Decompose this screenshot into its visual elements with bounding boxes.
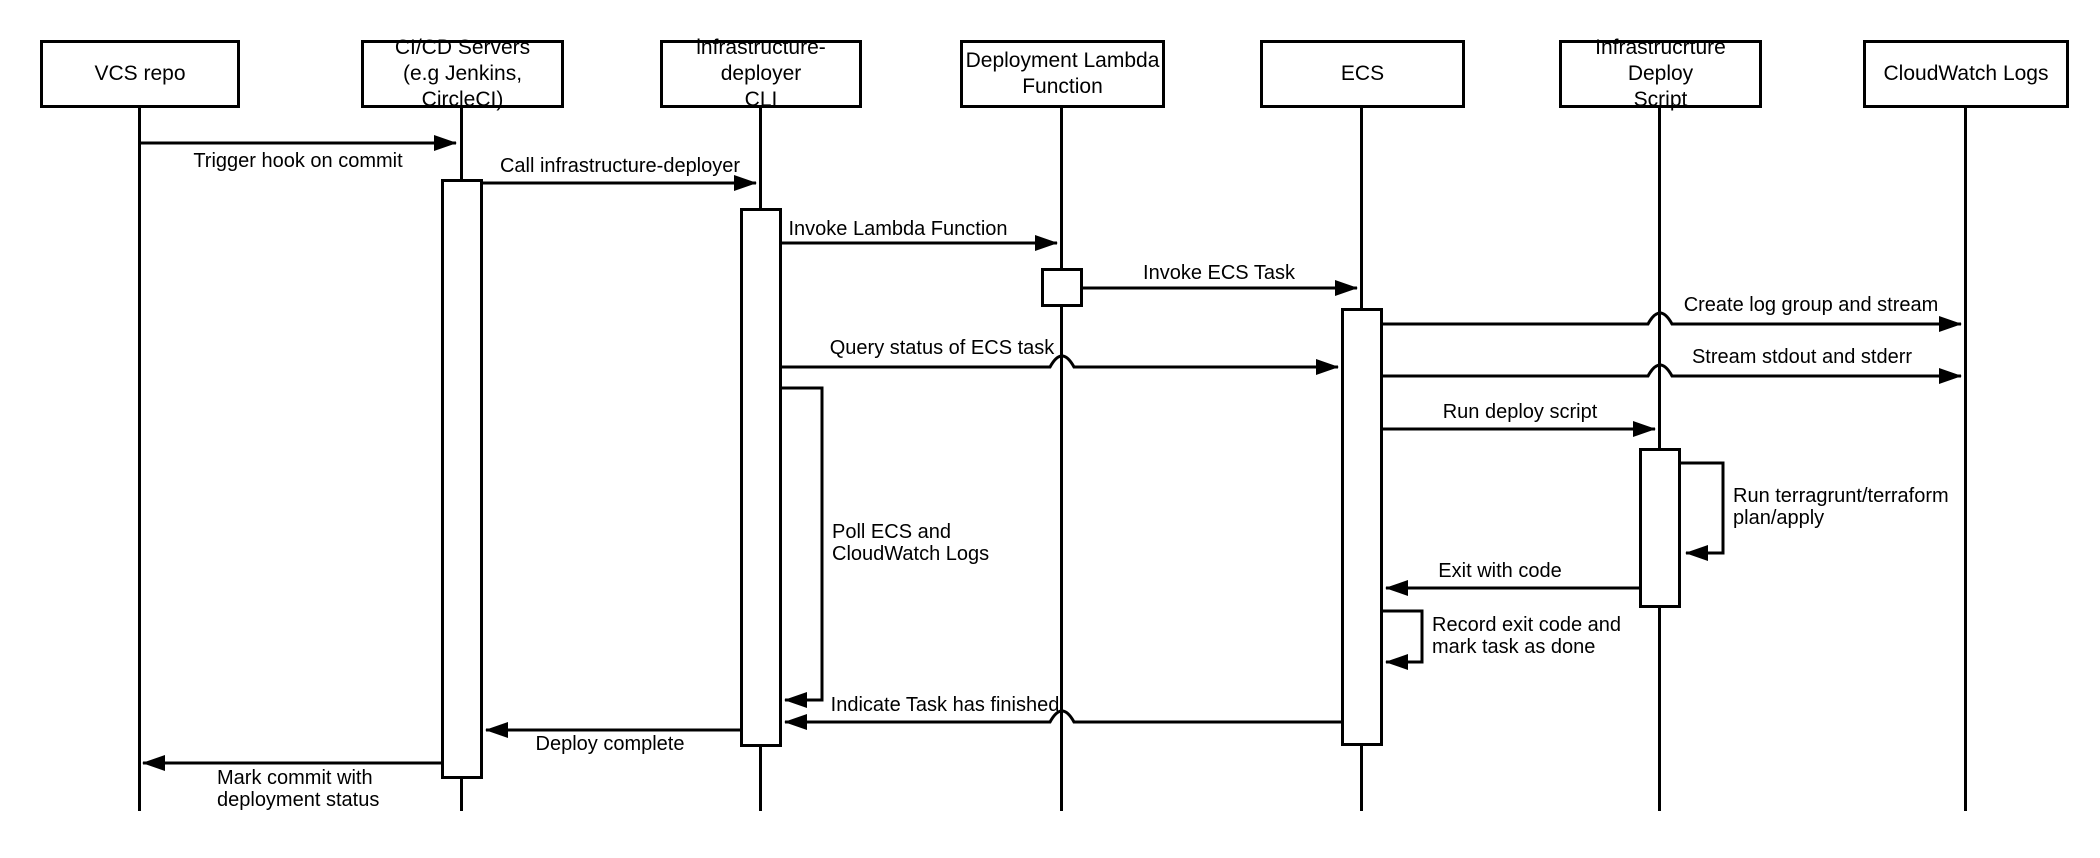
label-call-infrastructure-deployer: Call infrastructure-deployer (499, 155, 741, 177)
arrow-query-status-of-ecs-task (782, 354, 1339, 375)
participant-cloudwatch-logs: CloudWatch Logs (1863, 40, 2069, 108)
activation-cicd (441, 179, 483, 779)
participant-deployment-lambda: Deployment Lambda Function (960, 40, 1165, 108)
label-query-status-of-ecs-task: Query status of ECS task (829, 337, 1055, 359)
self-arrow-run-terragrunt-terraform (1681, 461, 1725, 561)
label-invoke-lambda-function: Invoke Lambda Function (788, 218, 1008, 240)
self-arrow-poll-ecs-and-cloudwatch (782, 386, 824, 708)
activation-lambda (1041, 268, 1083, 307)
label-trigger-hook-on-commit: Trigger hook on commit (193, 150, 403, 172)
activation-cli (740, 208, 782, 747)
label-indicate-task-has-finished: Indicate Task has finished (830, 694, 1060, 716)
label-record-exit-code: Record exit code and mark task as done (1432, 614, 1622, 658)
lifeline-vcs (138, 108, 141, 811)
participant-cicd-servers: CI/CD Servers (e.g Jenkins, CircleCI) (361, 36, 564, 111)
label-poll-ecs-and-cloudwatch-logs: Poll ECS and CloudWatch Logs (832, 521, 990, 565)
label-mark-commit-with-deployment-status: Mark commit with deployment status (217, 767, 380, 811)
participant-ecs: ECS (1260, 40, 1465, 108)
arrow-stream-stdout-and-stderr (1383, 363, 1962, 384)
label-invoke-ecs-task: Invoke ECS Task (1143, 262, 1295, 284)
participant-infrastructure-deploy-script: Infrastrucrture Deploy Script (1559, 36, 1762, 111)
activation-ecs (1341, 308, 1383, 746)
participant-vcs-repo: VCS repo (40, 40, 240, 108)
label-stream-stdout-and-stderr: Stream stdout and stderr (1691, 346, 1913, 368)
arrow-create-log-group-and-stream (1383, 311, 1962, 332)
lifeline-cloudwatch (1964, 108, 1967, 811)
activation-deploy-script (1639, 448, 1681, 608)
arrow-indicate-task-has-finished (784, 709, 1341, 730)
lifeline-lambda (1060, 108, 1063, 811)
participant-infrastructure-deployer-cli: infrastructure-deployer CLI (660, 36, 862, 111)
self-arrow-record-exit-code (1383, 609, 1424, 670)
label-run-terragrunt-terraform: Run terragrunt/terraform plan/apply (1733, 485, 1949, 529)
label-exit-with-code: Exit with code (1438, 560, 1562, 582)
label-deploy-complete: Deploy complete (535, 733, 685, 755)
label-run-deploy-script: Run deploy script (1442, 401, 1598, 423)
label-create-log-group-and-stream: Create log group and stream (1683, 294, 1939, 316)
